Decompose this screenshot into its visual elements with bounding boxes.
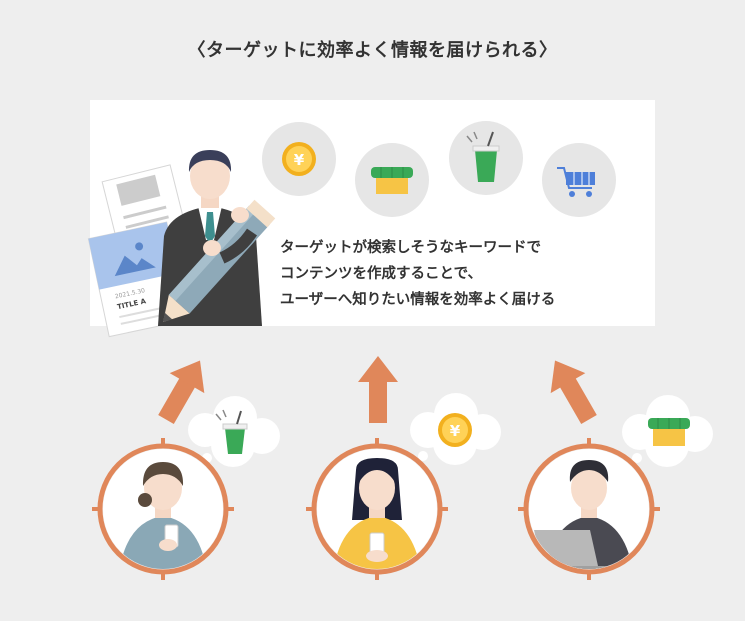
shopping-cart-icon [542, 143, 616, 217]
panel-line-2: コンテンツを作成することで、 [280, 266, 482, 282]
thought-bubble-shop [622, 395, 713, 467]
arrow-up-left [158, 360, 205, 424]
target-user-right [518, 438, 660, 580]
panel-description: ターゲットが検索しそうなキーワードで コンテンツを作成することで、 ユーザーへ知… [280, 235, 640, 313]
arrow-up-center [358, 356, 398, 423]
panel-line-3: ユーザーへ知りたい情報を効率よく届ける [280, 292, 556, 308]
panel-line-1: ターゲットが検索しそうなキーワードで [280, 240, 541, 256]
businessman-hands [203, 207, 257, 264]
drink-icon [215, 409, 248, 454]
yen-coin-icon: ¥ [438, 413, 472, 447]
svg-text:¥: ¥ [450, 422, 461, 440]
target-user-left [92, 438, 234, 580]
thought-bubble-coin: ¥ [410, 393, 501, 465]
drink-icon [449, 121, 523, 195]
yen-coin-icon: ¥ [262, 122, 336, 196]
target-user-center [306, 438, 448, 580]
mountain-image-icon [114, 255, 156, 277]
page-title: 〈ターゲットに効率よく情報を届けられる〉 [187, 40, 558, 61]
shop-icon [648, 418, 690, 446]
shop-icon [355, 143, 429, 217]
svg-text:¥: ¥ [294, 151, 305, 169]
thought-bubble-drink [188, 396, 280, 467]
arrow-up-right [550, 360, 597, 424]
